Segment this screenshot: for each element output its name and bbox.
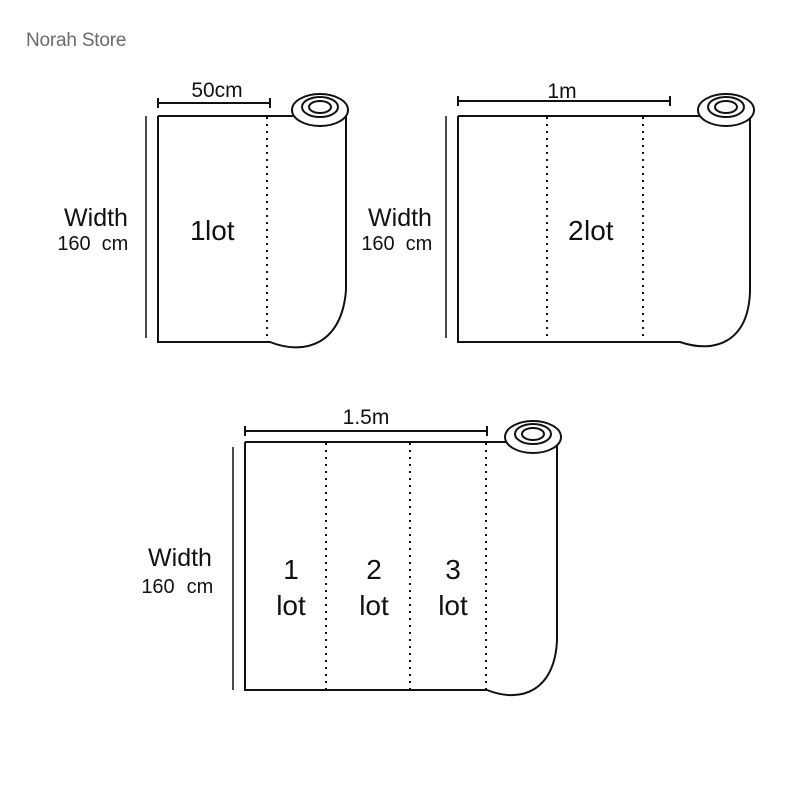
lot-word: lot	[438, 590, 468, 621]
lot-word: lot	[359, 590, 389, 621]
store-name: Norah Store	[26, 30, 127, 51]
fabric-sheet-outline	[457, 112, 751, 348]
length-label: 1.5m	[343, 406, 390, 429]
length-label: 1m	[547, 80, 576, 103]
fabric-roll-1m: 1m Width 160 cm 2 lot	[361, 80, 755, 348]
width-title: Width	[148, 544, 212, 572]
fabric-roll-1-5m: 1.5m Width 160 cm 1 lot 2 lot 3 lot	[141, 406, 562, 697]
width-title: Width	[368, 204, 432, 232]
length-label: 50cm	[191, 79, 242, 102]
lot-number: 1	[283, 554, 299, 585]
width-value: 160	[361, 233, 394, 255]
lot-word: lot	[276, 590, 306, 621]
fabric-roll-core	[504, 420, 562, 454]
width-unit: cm	[102, 233, 129, 255]
lot-word: lot	[584, 215, 614, 246]
width-value: 160	[141, 576, 174, 598]
lot-number: 3	[445, 554, 461, 585]
fabric-sheet-outline	[157, 112, 347, 349]
width-unit: cm	[187, 576, 214, 598]
fabric-roll-50cm: 50cm Width 160 cm 1 lot	[57, 79, 349, 349]
lot-number: 2	[568, 215, 584, 246]
width-unit: cm	[406, 233, 433, 255]
width-value: 160	[57, 233, 90, 255]
fabric-roll-core	[697, 93, 755, 127]
lot-number: 1	[190, 215, 206, 246]
lot-number: 2	[366, 554, 382, 585]
fabric-roll-core	[291, 93, 349, 127]
lot-word: lot	[205, 215, 235, 246]
width-title: Width	[64, 204, 128, 232]
fabric-sheet-outline	[244, 442, 558, 697]
